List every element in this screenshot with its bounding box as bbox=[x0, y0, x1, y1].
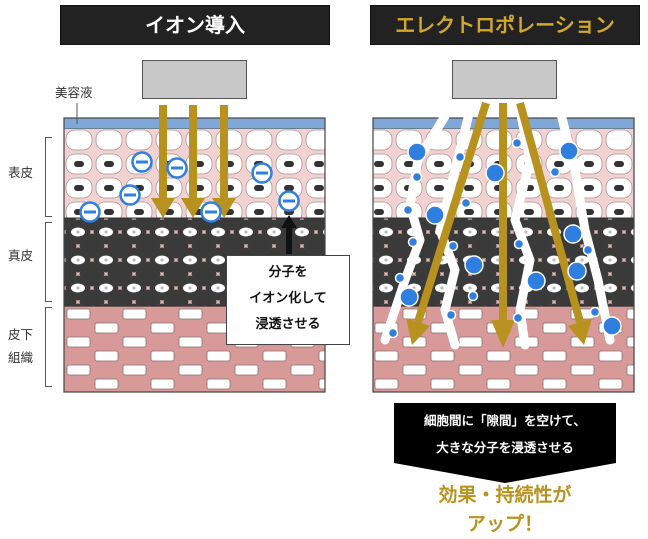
callout-line-3: 浸透させる bbox=[255, 317, 321, 332]
result-text: 効果・持続性が アップ！ bbox=[394, 481, 616, 539]
subcutaneous-bracket bbox=[45, 307, 52, 387]
banner-text: 細胞間に「隙間」を空けて、 大きな分子を浸透させる bbox=[394, 407, 616, 461]
title-electroporation-text: エレクトロポレーション bbox=[395, 13, 615, 37]
device-left bbox=[142, 60, 247, 99]
ion-icon bbox=[131, 151, 153, 173]
dermis-label: 真皮 bbox=[8, 248, 34, 263]
result-line-1: 効果・持続性が bbox=[438, 484, 572, 506]
current-arrows-left bbox=[151, 105, 236, 218]
callout-line-2: イオン化して bbox=[249, 291, 327, 306]
subcutaneous-label-2: 組織 bbox=[8, 350, 34, 365]
explanation-banner bbox=[394, 403, 616, 483]
ion-icon bbox=[278, 190, 300, 212]
dermis-bracket bbox=[45, 222, 52, 302]
ion-icon bbox=[79, 201, 101, 223]
banner-line-1: 細胞間に「隙間」を空けて、 bbox=[424, 413, 586, 428]
ion-callout-box: 分子を イオン化して 浸透させる bbox=[226, 255, 350, 345]
current-arrows-right bbox=[406, 101, 592, 348]
epidermis-bracket bbox=[45, 137, 52, 217]
molecules-right bbox=[387, 137, 622, 339]
ion-icon bbox=[166, 157, 188, 179]
ion-icon bbox=[119, 184, 141, 206]
result-line-2: アップ！ bbox=[466, 513, 543, 535]
device-right bbox=[452, 60, 557, 99]
ions-left bbox=[79, 151, 300, 223]
title-ion-introduction: イオン導入 bbox=[60, 5, 330, 45]
banner-line-2: 大きな分子を浸透させる bbox=[436, 440, 574, 455]
callout-line-1: 分子を bbox=[268, 265, 308, 280]
serum-label: 美容液 bbox=[55, 85, 93, 100]
up-arrow-icon bbox=[281, 215, 297, 254]
ion-icon bbox=[251, 162, 273, 184]
epidermis-label: 表皮 bbox=[8, 165, 34, 180]
ion-icon bbox=[200, 201, 222, 223]
subcutaneous-label-1: 皮下 bbox=[8, 327, 34, 342]
title-electroporation: エレクトロポレーション bbox=[370, 5, 640, 45]
